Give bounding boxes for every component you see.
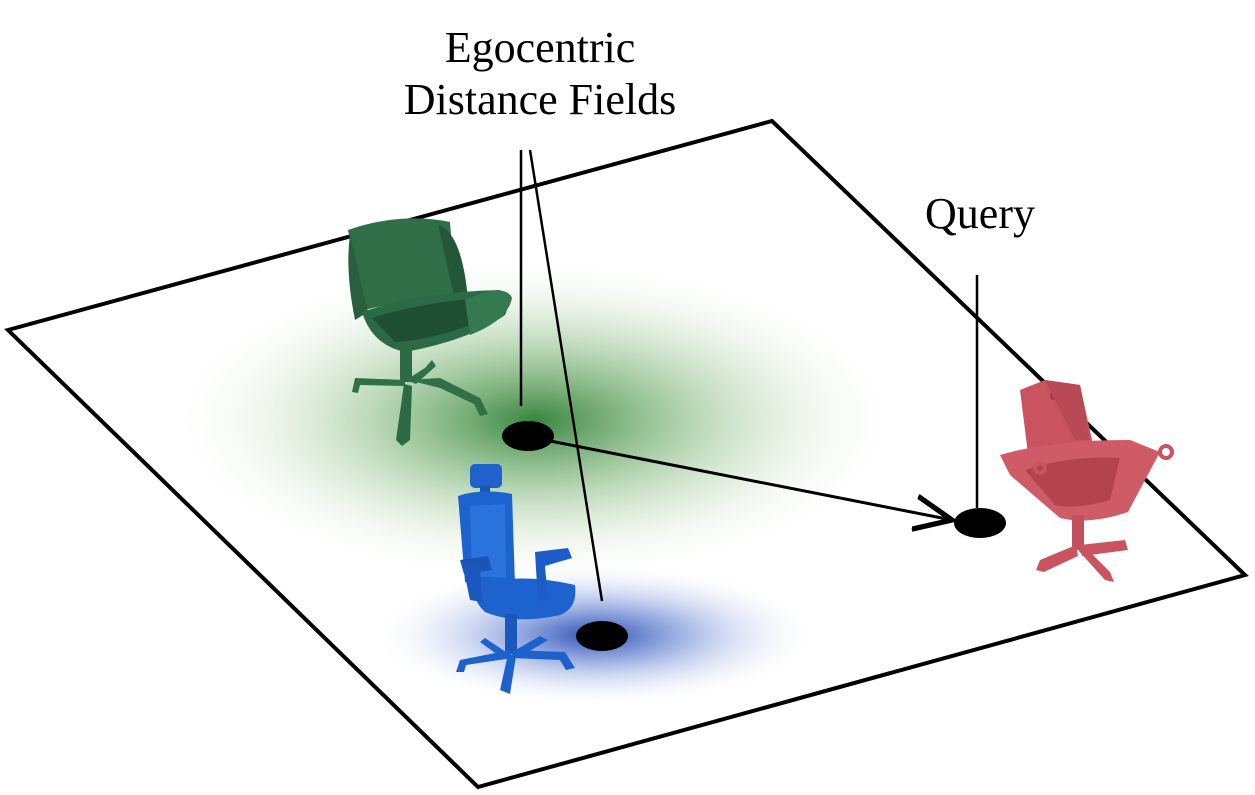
query-point [954,508,1006,538]
green-field-point [502,421,554,451]
red-hex-chair-icon [1000,380,1174,582]
egocentric-label-line1: Egocentric [444,23,636,72]
query-label: Query [925,189,1035,238]
green-distance-field [165,255,905,585]
green-armchair-icon [348,218,512,446]
query-arrow [544,438,952,520]
leader-line-blue [528,149,604,602]
blue-field-point [576,621,628,651]
egocentric-distance-fields-label: Egocentric Distance Fields [330,22,750,126]
egocentric-label-line2: Distance Fields [403,75,677,124]
blue-office-chair-icon [456,464,576,694]
